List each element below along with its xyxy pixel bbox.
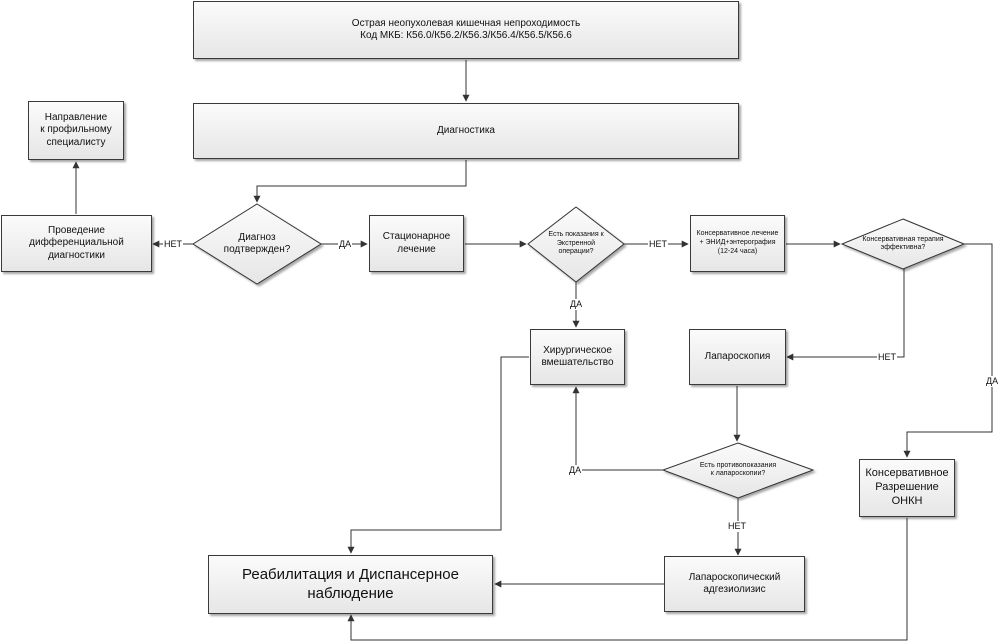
arrow-resolution-rehab (347, 518, 908, 641)
edge-label-no-contra: НЕТ (727, 521, 747, 532)
arrow-yes-resolution (903, 243, 993, 458)
edge-label-yes-inpatient: ДА (338, 239, 353, 250)
emergency-indications-label: Есть показания к Экстренной операции? (548, 231, 604, 256)
decision-diagnosis-confirmed (192, 203, 322, 285)
laparoscopy-box: Лапароскопия (689, 329, 786, 385)
diagnostics-box: Диагностика (193, 103, 739, 159)
diagnosis-confirmed-label: Диагноз подтвержден? (223, 232, 291, 255)
differential-box: Проведение дифференциальной диагностики (1, 215, 152, 272)
arrow-yes-contra-surgery (572, 386, 663, 471)
edge-label-no-conservative: НЕТ (648, 239, 668, 250)
arrow-no-laparoscopy (786, 269, 905, 361)
arrow-surgery-rehab (347, 356, 529, 554)
contraindications-label: Есть противопоказания к лапароскопии? (699, 461, 777, 477)
edge-label-no-differential: НЕТ (163, 239, 183, 250)
conservative-resolution-box: Консервативное Разрешение ОНКН (859, 459, 955, 517)
rehab-box: Реабилитация и Диспансерное наблюдение (208, 555, 493, 614)
edge-label-yes-resolution: ДА (985, 376, 1000, 387)
edge-label-yes-contra: ДА (568, 465, 583, 476)
arrow-diagnostics-decision (253, 160, 467, 203)
referral-box: Направление к профильному специалисту (28, 101, 124, 160)
conservative-box: Консервативное лечение + ЭНИД+энтерограф… (690, 215, 785, 272)
surgery-box: Хирургическое вмешательство (530, 329, 625, 385)
edge-label-no-laparoscopy: НЕТ (877, 352, 897, 363)
decision-conservative-effective (840, 218, 966, 270)
adhesiolysis-box: Лапароскопический адгезиолизис (664, 556, 805, 612)
conservative-effective-label: Консервативная терапия эффективна? (862, 235, 944, 251)
inpatient-box: Стационарное лечение (369, 215, 464, 272)
title-box: Острая неопухолевая кишечная непроходимо… (193, 1, 739, 59)
edge-label-yes-surgery: ДА (569, 299, 584, 310)
